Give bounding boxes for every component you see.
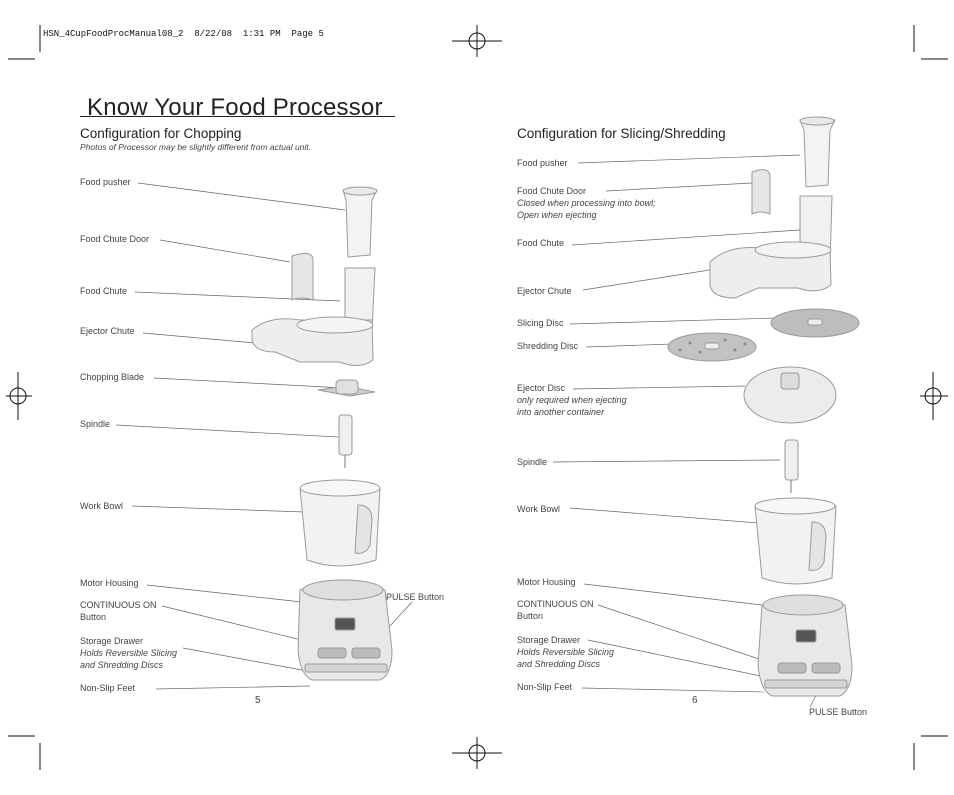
label-storage-drawer-r: Storage Drawer Holds Reversible Slicing … <box>517 634 614 670</box>
label-shredding-disc: Shredding Disc <box>517 341 579 351</box>
label-continuous-on-button: CONTINUOUS ON Button <box>80 599 157 623</box>
label-storage-note-line1-r: Holds Reversible Slicing <box>517 647 615 657</box>
page-number-right: 6 <box>692 695 698 706</box>
right-processor-illustration <box>667 116 860 697</box>
crop-marks <box>8 25 948 770</box>
label-work-bowl-r: Work Bowl <box>517 504 560 514</box>
label-non-slip-feet-r: Non-Slip Feet <box>517 682 573 692</box>
label-continuous-on-line1: CONTINUOUS ON <box>80 600 157 610</box>
label-pulse-button-r: PULSE Button <box>809 707 868 717</box>
label-door-note-line1: Closed when processing into bowl; <box>517 198 656 208</box>
label-ejector-disc: Ejector Disc only required when ejecting… <box>517 382 627 418</box>
label-storage-note-line1: Holds Reversible Slicing <box>80 648 178 658</box>
label-storage-drawer-title-r: Storage Drawer <box>517 635 581 645</box>
page-number-left: 5 <box>255 695 261 706</box>
right-heading: Configuration for Slicing/Shredding <box>517 126 726 141</box>
label-ejector-disc-title: Ejector Disc <box>517 383 566 393</box>
label-food-chute: Food Chute <box>80 286 128 296</box>
label-storage-note-line2: and Shredding Discs <box>80 660 164 670</box>
label-pulse-button: PULSE Button <box>386 592 445 602</box>
label-ejector-note-line2: into another container <box>517 407 605 417</box>
label-non-slip-feet: Non-Slip Feet <box>80 683 136 693</box>
label-food-pusher-r: Food pusher <box>517 158 568 168</box>
label-storage-drawer: Storage Drawer Holds Reversible Slicing … <box>80 635 177 671</box>
label-spindle-r: Spindle <box>517 457 548 467</box>
label-work-bowl: Work Bowl <box>80 501 123 511</box>
label-continuous-on-line2: Button <box>80 612 107 622</box>
label-food-chute-r: Food Chute <box>517 238 565 248</box>
label-door-note-line2: Open when ejecting <box>517 210 597 220</box>
label-motor-housing-r: Motor Housing <box>517 577 576 587</box>
label-chopping-blade: Chopping Blade <box>80 372 145 382</box>
label-slicing-disc: Slicing Disc <box>517 318 564 328</box>
label-ejector-chute-r: Ejector Chute <box>517 286 572 296</box>
label-food-pusher: Food pusher <box>80 177 131 187</box>
label-food-chute-door: Food Chute Door <box>80 234 150 244</box>
label-motor-housing: Motor Housing <box>80 578 139 588</box>
label-storage-drawer-title: Storage Drawer <box>80 636 144 646</box>
label-ejector-chute: Ejector Chute <box>80 326 135 336</box>
label-storage-note-line2-r: and Shredding Discs <box>517 659 601 669</box>
print-slug: HSN_4CupFoodProcManual08_2 8/22/08 1:31 … <box>43 29 324 39</box>
label-food-chute-door-title-r: Food Chute Door <box>517 186 587 196</box>
label-continuous-on-button-r: CONTINUOUS ON Button <box>517 598 594 622</box>
label-continuous-on-line1-r: CONTINUOUS ON <box>517 599 594 609</box>
registration-marks <box>6 25 948 769</box>
label-continuous-on-line2-r: Button <box>517 611 544 621</box>
title-underline <box>80 116 395 117</box>
label-food-chute-door-r: Food Chute Door Closed when processing i… <box>517 185 656 221</box>
left-subtitle: Photos of Processor may be slightly diff… <box>80 142 312 152</box>
label-spindle: Spindle <box>80 419 111 429</box>
left-processor-illustration <box>251 186 393 681</box>
label-ejector-note-line1: only required when ejecting <box>517 395 627 405</box>
left-leader-lines <box>115 182 413 690</box>
page-title: Know Your Food Processor <box>87 94 383 121</box>
left-heading: Configuration for Chopping <box>80 126 242 141</box>
